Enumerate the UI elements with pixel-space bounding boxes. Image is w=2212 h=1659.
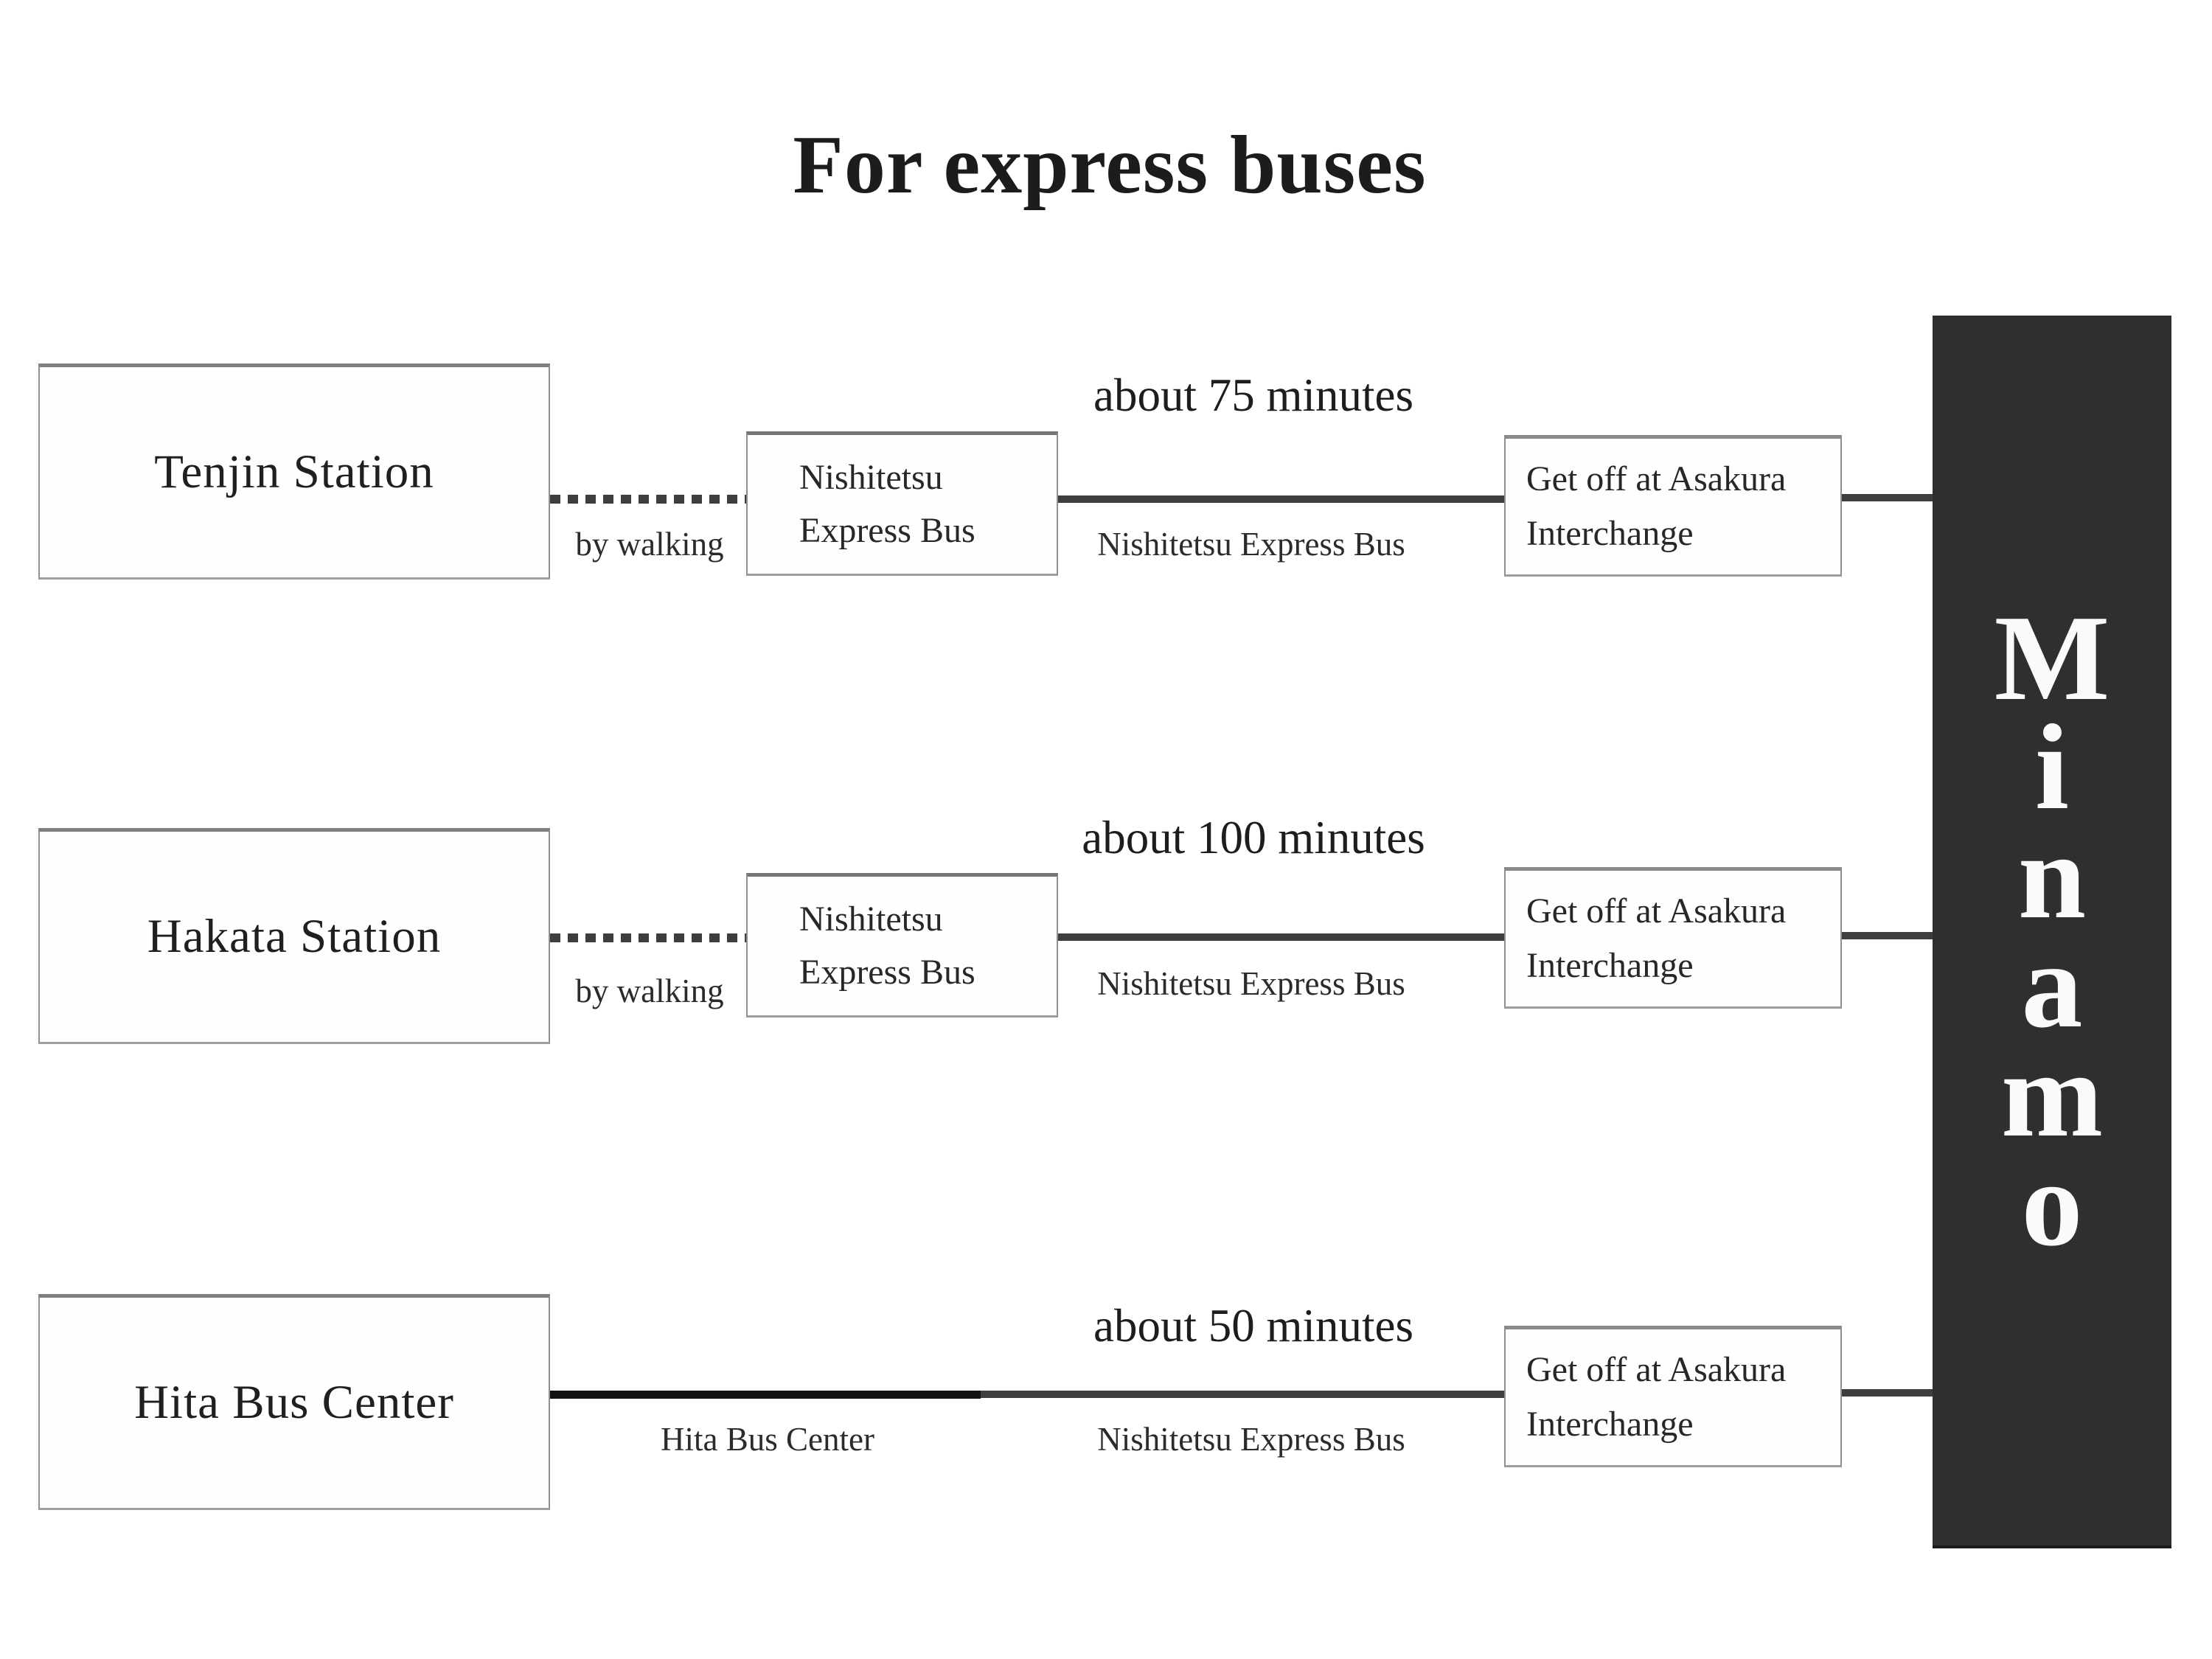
walking-label: by walking: [575, 973, 724, 1009]
bus-segment-label: Nishitetsu Express Bus: [1097, 526, 1405, 563]
duration-label: about 100 minutes: [1082, 812, 1425, 863]
station-box-hakata: Hakata Station: [38, 828, 550, 1044]
bus-segment-label: Nishitetsu Express Bus: [1097, 1421, 1405, 1458]
destination-letter: a: [2021, 917, 2083, 1053]
bus-box-line1: Nishitetsu: [799, 458, 943, 497]
station-name: Tenjin Station: [154, 445, 434, 498]
bus-box-line1: Nishitetsu: [799, 900, 943, 939]
walking-label: by walking: [575, 526, 724, 563]
bus-box-nishitetsu: Nishitetsu Express Bus: [746, 431, 1058, 576]
dropoff-line2: Interchange: [1526, 1405, 1694, 1444]
destination-letter: M: [1994, 590, 2110, 726]
station-box-tenjin: Tenjin Station: [38, 364, 550, 580]
connector-to-destination: [1842, 494, 1933, 501]
bus-box-line2: Express Bus: [799, 511, 975, 550]
connector-to-destination: [1842, 932, 1933, 939]
dropoff-line1: Get off at Asakura: [1526, 459, 1787, 498]
bus-route-line: [1058, 933, 1504, 941]
dropoff-line2: Interchange: [1526, 946, 1694, 985]
dropoff-box: Get off at Asakura Interchange: [1504, 867, 1842, 1009]
station-box-hita: Hita Bus Center: [38, 1294, 550, 1510]
walking-dashed-line: [550, 495, 746, 504]
dropoff-box: Get off at Asakura Interchange: [1504, 1326, 1842, 1467]
destination-letter: o: [2021, 1135, 2083, 1271]
station-name: Hakata Station: [147, 910, 442, 963]
destination-letter: i: [2034, 699, 2070, 835]
dropoff-line2: Interchange: [1526, 514, 1694, 553]
station-name: Hita Bus Center: [134, 1376, 454, 1429]
hita-segment-label: Hita Bus Center: [661, 1421, 874, 1458]
page-title: For express buses: [793, 119, 1427, 211]
duration-label: about 50 minutes: [1093, 1300, 1413, 1352]
bus-route-line: [981, 1391, 1504, 1398]
dropoff-line1: Get off at Asakura: [1526, 1350, 1787, 1389]
destination-bar-minamo: M i n a m o: [1933, 316, 2171, 1548]
bus-box-line2: Express Bus: [799, 953, 975, 992]
bus-segment-label: Nishitetsu Express Bus: [1097, 965, 1405, 1002]
destination-letter: m: [2000, 1026, 2104, 1162]
bus-route-line: [1058, 495, 1504, 503]
destination-letter: n: [2017, 808, 2087, 944]
hita-bus-line: [550, 1391, 981, 1399]
dropoff-line1: Get off at Asakura: [1526, 891, 1787, 931]
walking-dashed-line: [550, 933, 746, 942]
duration-label: about 75 minutes: [1093, 369, 1413, 421]
connector-to-destination: [1842, 1389, 1933, 1397]
bus-box-nishitetsu: Nishitetsu Express Bus: [746, 873, 1058, 1018]
dropoff-box: Get off at Asakura Interchange: [1504, 435, 1842, 577]
